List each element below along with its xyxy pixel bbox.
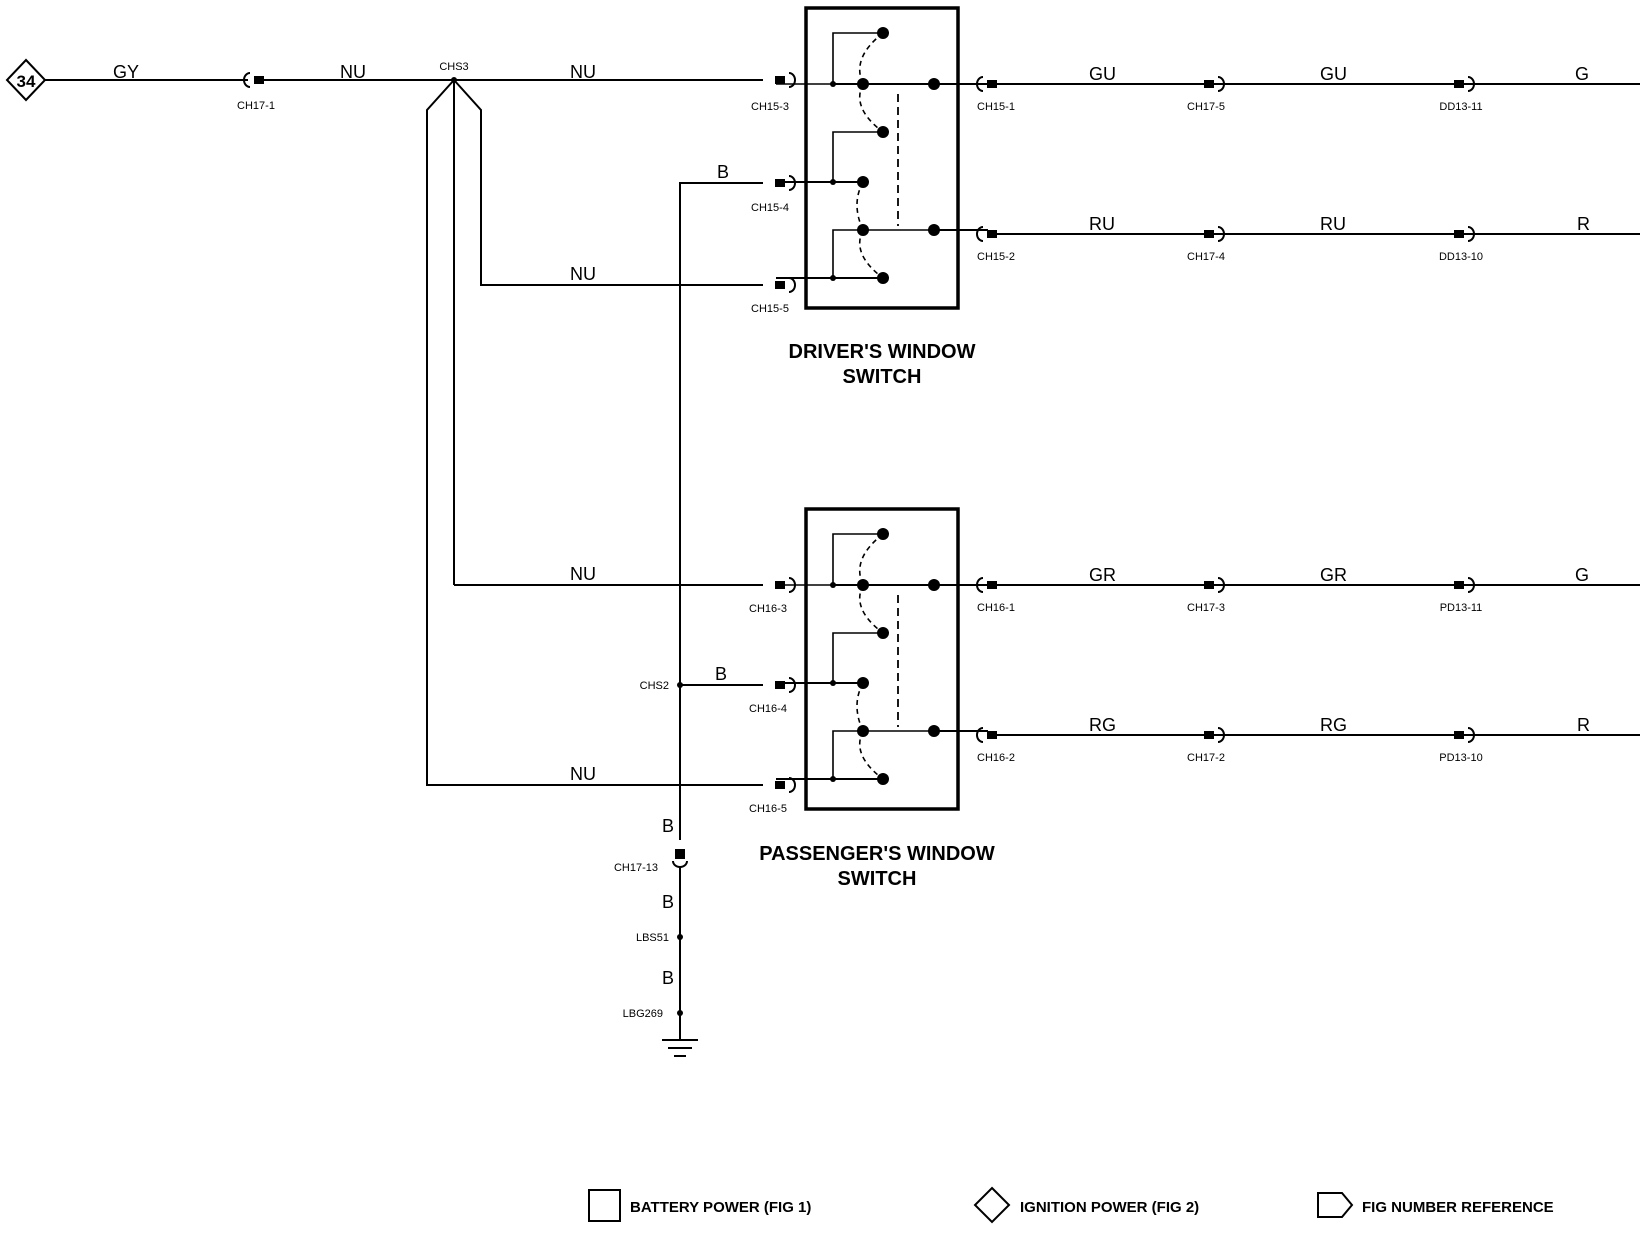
connector-label: CH17-13 bbox=[614, 862, 658, 874]
wire-label: NU bbox=[340, 62, 366, 82]
wire-label: GR bbox=[1320, 565, 1347, 585]
wire-label: RG bbox=[1320, 715, 1347, 735]
connector-ch16-4[interactable] bbox=[774, 677, 796, 693]
wire-label: NU bbox=[570, 564, 596, 584]
wire-label: G bbox=[1575, 64, 1589, 84]
connector-label: DD13-10 bbox=[1439, 251, 1483, 263]
wire-nu-driver-down bbox=[453, 79, 763, 286]
connector-label: CH17-5 bbox=[1187, 101, 1225, 113]
driver-switch-title: DRIVER'S WINDOW bbox=[789, 341, 976, 363]
fig-number-reference-icon bbox=[1317, 1192, 1354, 1218]
battery-power-square-icon bbox=[588, 1189, 621, 1222]
legend-ignition-label: IGNITION POWER (FIG 2) bbox=[1020, 1199, 1199, 1216]
wire-b-ground-bus bbox=[679, 182, 763, 840]
connector-label: CH15-2 bbox=[977, 251, 1015, 263]
ground-symbol-icon bbox=[662, 1039, 698, 1057]
connector-label: LBS51 bbox=[636, 932, 669, 944]
ignition-power-diamond-icon bbox=[973, 1186, 1011, 1224]
fig-reference-diamond[interactable]: 34 bbox=[5, 58, 47, 102]
legend-fig-reference-label: FIG NUMBER REFERENCE bbox=[1362, 1199, 1554, 1216]
passenger-window-switch[interactable] bbox=[774, 507, 990, 811]
wire-label: B bbox=[662, 968, 674, 988]
legend-battery-label: BATTERY POWER (FIG 1) bbox=[630, 1199, 811, 1216]
wire-label: NU bbox=[570, 764, 596, 784]
connector-label: CH17-1 bbox=[237, 100, 275, 112]
wire-label: B bbox=[715, 664, 727, 684]
passenger-switch-title: SWITCH bbox=[838, 868, 917, 890]
wire-label: GU bbox=[1089, 64, 1116, 84]
wire-label: B bbox=[717, 162, 729, 182]
wire-label: G bbox=[1575, 565, 1589, 585]
wire-label: GU bbox=[1320, 64, 1347, 84]
wire-label: NU bbox=[570, 264, 596, 284]
connector-label: CH16-3 bbox=[749, 603, 787, 615]
wire-label: RU bbox=[1089, 214, 1115, 234]
connector-label: CH16-4 bbox=[749, 703, 787, 715]
wire-label: B bbox=[662, 892, 674, 912]
connector-label: CH17-3 bbox=[1187, 602, 1225, 614]
connector-ch16-5[interactable] bbox=[774, 777, 796, 793]
wire-label: B bbox=[662, 816, 674, 836]
connector-ch15-5[interactable] bbox=[774, 277, 796, 293]
fig-reference-number: 34 bbox=[17, 72, 36, 91]
connector-label: CHS2 bbox=[640, 680, 669, 692]
wire-nu-passenger-down bbox=[426, 79, 763, 786]
connector-label: CH17-2 bbox=[1187, 752, 1225, 764]
connector-label: CH15-3 bbox=[751, 101, 789, 113]
connector-ch15-3[interactable] bbox=[774, 72, 796, 88]
wire-label: GY bbox=[113, 62, 139, 82]
connector-label: CHS3 bbox=[439, 61, 468, 73]
wire-label: NU bbox=[570, 62, 596, 82]
connector-label: CH15-1 bbox=[977, 101, 1015, 113]
connector-label: PD13-11 bbox=[1440, 602, 1483, 614]
driver-window-switch[interactable] bbox=[774, 6, 990, 310]
legend: BATTERY POWER (FIG 1) IGNITION POWER (FI… bbox=[588, 1186, 1554, 1224]
connector-label: CH16-5 bbox=[749, 803, 787, 815]
wire-label: RG bbox=[1089, 715, 1116, 735]
splice-chs2 bbox=[677, 682, 683, 688]
connector-label: CH17-4 bbox=[1187, 251, 1225, 263]
connector-label: PD13-10 bbox=[1439, 752, 1482, 764]
splice-lbs51 bbox=[677, 934, 683, 940]
driver-switch-title: SWITCH bbox=[843, 366, 922, 388]
connector-label: CH15-5 bbox=[751, 303, 789, 315]
wire-label: RU bbox=[1320, 214, 1346, 234]
wire-label: GR bbox=[1089, 565, 1116, 585]
wire-label: R bbox=[1577, 715, 1590, 735]
connector-label: DD13-11 bbox=[1439, 101, 1482, 113]
wire-label: R bbox=[1577, 214, 1590, 234]
passenger-switch-title: PASSENGER'S WINDOW bbox=[759, 843, 995, 865]
connector-label: CH16-2 bbox=[977, 752, 1015, 764]
connector-label: CH16-1 bbox=[977, 602, 1015, 614]
connector-label: CH15-4 bbox=[751, 202, 789, 214]
connector-label: LBG269 bbox=[623, 1008, 663, 1020]
